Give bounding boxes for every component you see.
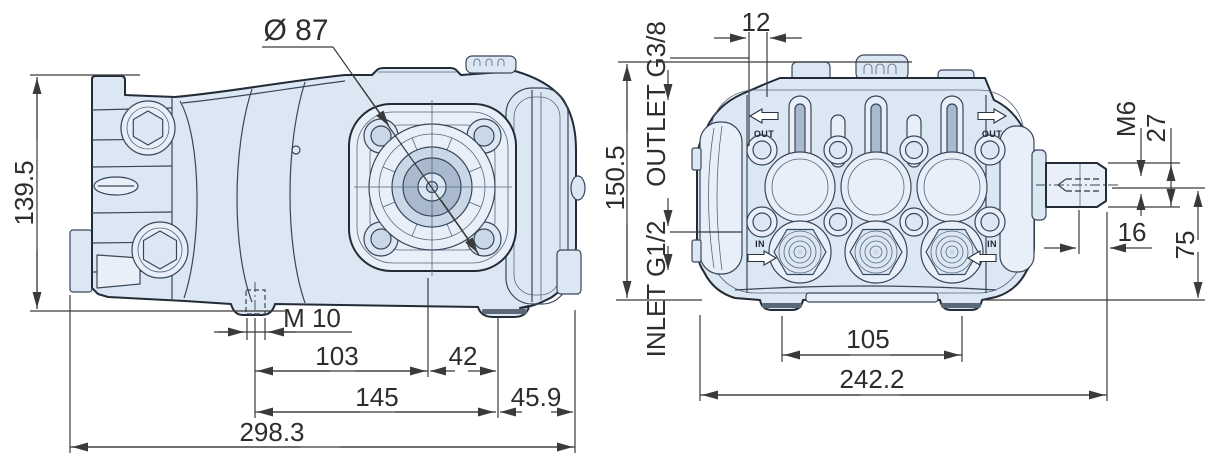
dim-103: 103 [255, 341, 428, 376]
dim-45-9-label: 45.9 [511, 382, 562, 412]
dim-shaft-diameter-27: 27 [1108, 114, 1180, 208]
left-view-mount-foot [245, 282, 527, 322]
right-view: OUT OUT IN IN [691, 54, 1120, 311]
inlet-port-label: INLET G1/2 [641, 221, 671, 358]
dim-overall-length-298-3: 298.3 [70, 417, 575, 452]
left-view-hex-plug-bottom [131, 221, 189, 279]
label-inlet-port: INLET G1/2 [641, 221, 673, 358]
inlet-hex-caps [768, 220, 984, 284]
right-view-side-cover-left [691, 121, 743, 275]
cylinder-bores [764, 151, 988, 223]
dim-flange-circle-87: Ø 87 [262, 14, 480, 256]
dim-height-139-5-label: 139.5 [9, 160, 39, 225]
out-right-arrow-icon [977, 108, 1008, 124]
right-view-base [734, 285, 997, 308]
dim-height-139-5: 139.5 [9, 74, 285, 312]
dim-16: 16 [1044, 210, 1152, 254]
out-left-arrow-icon [748, 108, 779, 124]
dim-42-label: 42 [449, 341, 478, 371]
shaft-tapped-hole [1066, 178, 1101, 192]
dim-105: 105 [781, 316, 963, 362]
dim-shaft-diameter-27-label: 27 [1141, 114, 1171, 143]
dim-overall-width-242-2: 242.2 [699, 212, 1108, 401]
in-right-label: IN [987, 239, 997, 249]
dim-shaft-height-75: 75 [985, 187, 1205, 301]
dim-shaft-height-75-label: 75 [1170, 231, 1200, 260]
in-right-arrow-icon [966, 250, 997, 266]
manifold-bolts [746, 134, 1006, 238]
dimensions-right-view: 12 OUTLET G3/8 INLET G1/2 150.5 [600, 7, 1205, 401]
label-outlet-port: OUTLET G3/8 [641, 21, 749, 233]
dim-12-label: 12 [742, 7, 771, 37]
extension-lines-left [69, 278, 576, 453]
out-right-label: OUT [982, 129, 1002, 139]
left-view-casting-curves [179, 80, 346, 304]
port-markers: OUT OUT IN IN [747, 108, 1008, 266]
dim-shaft-thread-m6: M6 [1111, 101, 1146, 216]
left-view-front-plug [69, 229, 93, 293]
right-view-shaft [1036, 162, 1120, 208]
outlet-port-label: OUTLET G3/8 [641, 21, 671, 187]
dim-16-label: 16 [1118, 217, 1147, 247]
dimensions-left-view: 139.5 Ø 87 M 10 [9, 14, 576, 453]
right-view-bearing-cover [999, 125, 1047, 273]
dim-foot-thread-m10: M 10 [214, 303, 352, 340]
left-view-slotted-plug [93, 176, 139, 196]
dim-foot-thread-m10-label: M 10 [283, 303, 341, 333]
dim-flange-circle-87-label: Ø 87 [263, 14, 328, 47]
dim-overall-length-298-3-label: 298.3 [239, 417, 304, 447]
left-view-ribbed-boss [465, 55, 517, 74]
left-view-hex-plug-top [120, 100, 176, 156]
dim-145-label: 145 [355, 382, 398, 412]
dim-103-label: 103 [315, 341, 358, 371]
dim-height-150-5: 150.5 [600, 61, 912, 301]
dim-45-9: 45.9 [500, 382, 573, 417]
dim-height-150-5-label: 150.5 [600, 145, 630, 210]
dim-shaft-thread-m6-label: M6 [1111, 101, 1141, 137]
dim-42: 42 [430, 341, 496, 376]
flange-center-bore [368, 123, 496, 251]
dim-145: 145 [255, 382, 496, 417]
dim-105-label: 105 [846, 324, 889, 354]
dim-overall-width-242-2-label: 242.2 [839, 364, 904, 394]
left-view-flange [348, 100, 517, 276]
in-left-label: IN [755, 239, 765, 249]
out-left-label: OUT [754, 129, 774, 139]
in-left-arrow-icon [747, 250, 778, 266]
dim-12: 12 [714, 7, 802, 146]
right-view-cylinders [746, 95, 1006, 284]
